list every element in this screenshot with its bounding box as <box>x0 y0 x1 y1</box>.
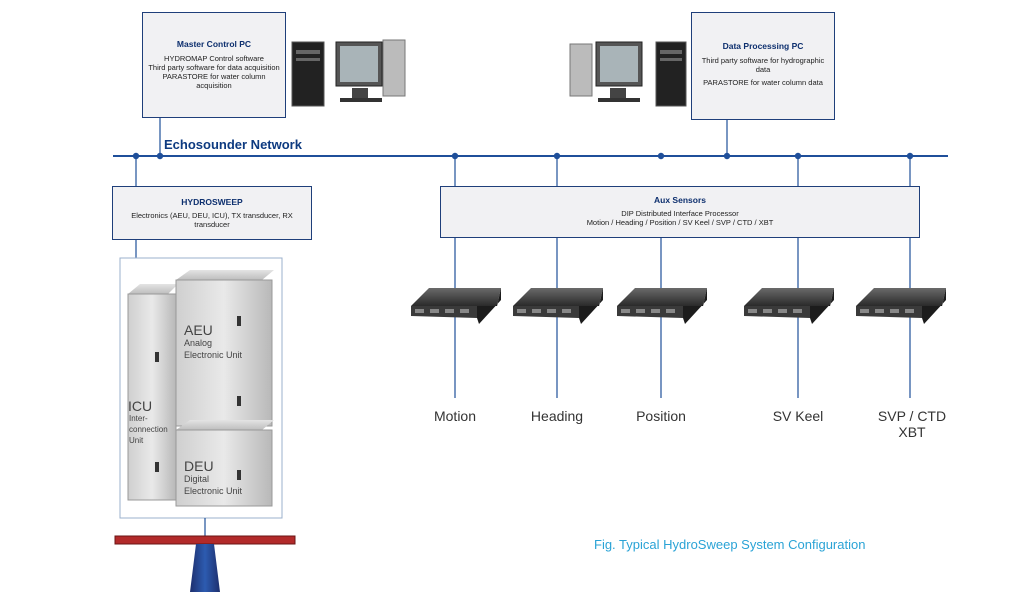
aeu-cabinet <box>175 270 274 427</box>
master-pc-line: Third party software for data acquisitio… <box>148 63 280 72</box>
icu-line1: Inter- <box>129 414 148 423</box>
bus-nodes <box>132 152 914 160</box>
master-control-pc-box: Master Control PC HYDROMAP Control softw… <box>142 12 286 118</box>
hydrosweep-line: Electronics (AEU, DEU, ICU), TX transduc… <box>131 211 293 220</box>
figure-caption: Fig. Typical HydroSweep System Configura… <box>594 537 866 552</box>
network-label: Echosounder Network <box>164 137 302 152</box>
sensor-devices <box>411 288 946 324</box>
aux-sensors-box: Aux Sensors DIP Distributed Interface Pr… <box>440 186 920 238</box>
aeu-line2: Electronic Unit <box>184 350 243 360</box>
deu-line1: Digital <box>184 474 210 484</box>
master-pc-computer-icon <box>291 39 406 107</box>
master-pc-line: PARASTORE for water column <box>162 72 266 81</box>
sensor-label-position: Position <box>636 408 686 424</box>
icu-line3: Unit <box>129 436 144 445</box>
transducer-bar <box>114 535 296 545</box>
data-pc-computer-icon <box>569 41 687 107</box>
data-processing-pc-box: Data Processing PC Third party software … <box>691 12 835 120</box>
aeu-line1: Analog <box>184 338 213 348</box>
sensor-device-icon <box>513 288 603 324</box>
data-pc-line: data <box>755 65 771 74</box>
icu-cabinet <box>127 284 178 501</box>
aeu-code: AEU <box>184 322 213 338</box>
connector-lines <box>135 118 911 398</box>
data-pc-line: PARASTORE for water column data <box>703 78 823 87</box>
master-pc-line: acquisition <box>196 81 232 90</box>
sensor-label-sv-keel: SV Keel <box>772 408 824 424</box>
master-pc-title: Master Control PC <box>176 39 252 49</box>
sensor-label-heading: Heading <box>530 408 584 424</box>
transducer-body <box>190 544 220 592</box>
deu-line2: Electronic Unit <box>184 486 243 496</box>
master-pc-line: HYDROMAP Control software <box>164 54 264 63</box>
hydrosweep-box: HYDROSWEEP Electronics (AEU, DEU, ICU), … <box>112 186 312 240</box>
icu-code: ICU <box>128 398 153 414</box>
icu-line2: connection <box>129 425 168 434</box>
hydrosweep-line: transducer <box>194 220 230 229</box>
aux-title: Aux Sensors <box>654 195 706 205</box>
sensor-label-motion: Motion <box>433 408 477 424</box>
sensor-device-icon <box>411 288 501 324</box>
deu-cabinet <box>175 420 274 507</box>
hydrosweep-title: HYDROSWEEP <box>181 197 243 207</box>
data-pc-line: Third party software for hydrographic <box>701 56 825 65</box>
sensor-device-icon <box>856 288 946 324</box>
data-pc-title: Data Processing PC <box>722 41 804 51</box>
sensor-label-svp-ctd-xbt: SVP / CTD XBT <box>877 408 947 440</box>
aux-line: Motion / Heading / Position / SV Keel / … <box>586 218 774 227</box>
aux-line: DIP Distributed Interface Processor <box>621 209 739 218</box>
sensor-device-icon <box>617 288 707 324</box>
sensor-device-icon <box>744 288 834 324</box>
deu-code: DEU <box>184 458 214 474</box>
